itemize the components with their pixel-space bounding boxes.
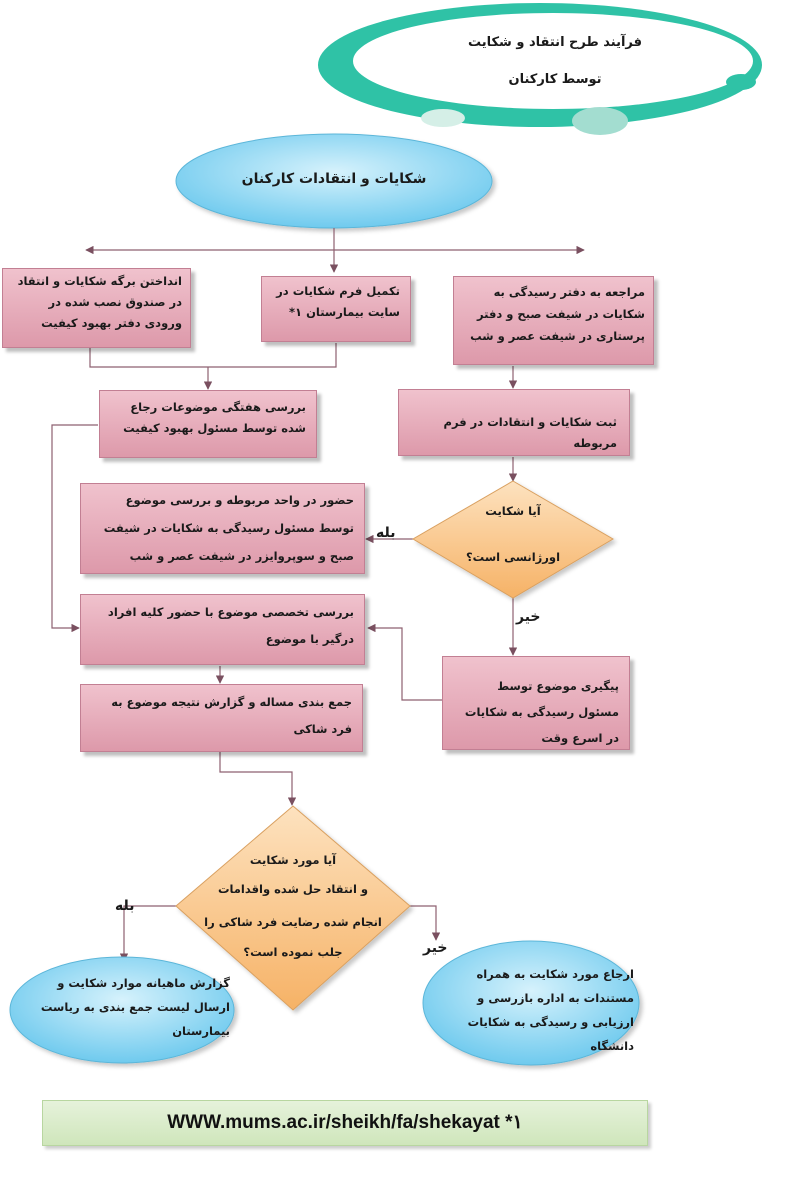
header-title-line2: توسط کارکنان xyxy=(508,72,602,87)
process-visit-office: مراجعه به دفتر رسیدگی به شکایات در شیفت … xyxy=(453,276,654,365)
decision-urgent-line1: آیا شکایت xyxy=(485,504,541,518)
decision-resolved-line1: آیا مورد شکایت xyxy=(249,853,337,867)
header-title-line1: فرآیند طرح انتقاد و شکایت xyxy=(467,35,643,50)
decision-urgent-line2: اورژانسی است؟ xyxy=(465,550,561,564)
decision-urgent-diamond xyxy=(412,480,614,599)
decision-resolved-line3: انجام شده رضایت فرد شاکی را xyxy=(204,915,382,929)
process-specialist-review: بررسی تخصصی موضوع با حضور کلیه افراد درگ… xyxy=(80,594,365,665)
label-no-resolved: خیر xyxy=(423,940,448,956)
start-label: شکایات و انتقادات کارکنان xyxy=(241,171,427,187)
end-refer-oval xyxy=(422,940,640,1066)
decision-resolved-diamond xyxy=(175,805,411,1011)
decision-resolved-line4: جلب نموده است؟ xyxy=(243,945,343,959)
process-followup: پیگیری موضوع توسط مسئول رسیدگی به شکایات… xyxy=(442,656,630,750)
process-dropbox: انداختن برگه شکایات و انتقاد در صندوق نص… xyxy=(2,268,191,348)
process-weekly-review: بررسی هفتگی موضوعات رجاع شده توسط مسئول … xyxy=(99,390,317,458)
label-yes-resolved: بله xyxy=(115,898,135,914)
process-register: ثبت شکایات و انتقادات در فرم مربوطه xyxy=(398,389,630,456)
process-attend-unit: حضور در واحد مربوطه و بررسی موضوع توسط م… xyxy=(80,483,365,574)
footer-url-banner: WWW.mums.ac.ir/sheikh/fa/shekayat *۱ xyxy=(42,1100,648,1146)
label-yes-urgent: بله xyxy=(376,525,396,541)
process-summary-report: جمع بندی مساله و گزارش نتیجه موضوع به فر… xyxy=(80,684,363,752)
end-monthly-report-oval xyxy=(9,956,235,1064)
decision-resolved-line2: و انتقاد حل شده واقدامات xyxy=(217,882,369,896)
process-online-form: تکمیل فرم شکایات در سایت بیمارستان ۱* xyxy=(261,276,411,342)
header-decoration xyxy=(318,3,762,135)
end-refer-text: ارجاع مورد شکایت به همراه مستندات به ادا… xyxy=(467,967,634,1053)
label-no-urgent: خیر xyxy=(516,609,541,625)
end-monthly-report-text: گزارش ماهیانه موارد شکایت و ارسال لیست ج… xyxy=(40,976,230,1038)
connectors xyxy=(51,228,585,962)
